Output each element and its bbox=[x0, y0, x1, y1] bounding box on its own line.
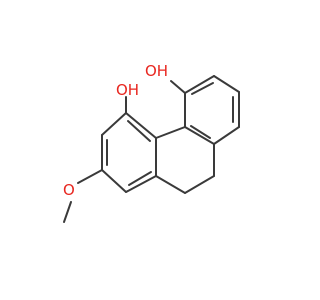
double-bond-inner bbox=[191, 82, 214, 95]
bond bbox=[125, 112, 157, 139]
bond bbox=[155, 175, 186, 194]
hydroxyl-label-right: OH bbox=[145, 62, 168, 80]
bond bbox=[184, 126, 215, 145]
hydroxyl-bond bbox=[170, 80, 186, 94]
bond bbox=[101, 112, 127, 136]
bond bbox=[213, 75, 240, 93]
ethylene-bridge bbox=[155, 143, 215, 194]
double-bond-inner bbox=[127, 120, 151, 142]
bond bbox=[184, 175, 215, 194]
bond bbox=[213, 126, 240, 145]
methoxy-bond bbox=[77, 169, 103, 184]
double-bond-inner bbox=[128, 171, 152, 186]
ring-c bbox=[184, 75, 240, 145]
ring-a bbox=[101, 112, 157, 193]
molecule-structure: OH OH O bbox=[63, 62, 240, 223]
double-bond-inner bbox=[190, 125, 211, 139]
bond bbox=[184, 75, 215, 94]
biaryl-bond bbox=[155, 126, 186, 139]
methyl-bond bbox=[63, 201, 72, 223]
bond bbox=[101, 169, 127, 193]
bond bbox=[125, 175, 157, 193]
hydroxyl-label-left: OH bbox=[116, 81, 139, 99]
methoxy-oxygen-label: O bbox=[63, 181, 75, 199]
